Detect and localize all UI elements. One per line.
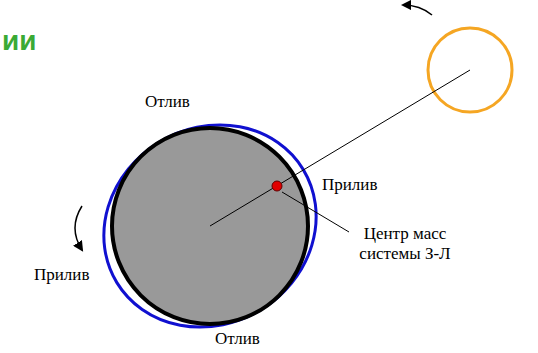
orbit-arrow [403, 5, 432, 15]
ebb-label: Отлив [145, 92, 190, 112]
tide-label: Прилив [322, 175, 377, 195]
axis-line [210, 70, 470, 226]
rotation-arrow [75, 206, 82, 250]
heading-fragment: ии [2, 26, 36, 57]
barycenter-dot [272, 181, 282, 191]
ebb-label: Отлив [215, 329, 260, 349]
tidal-bulge [66, 86, 354, 353]
barycenter-label: Центр масс системы З-Л [353, 224, 457, 263]
leader-line [282, 192, 349, 232]
tide-label: Прилив [34, 265, 89, 285]
